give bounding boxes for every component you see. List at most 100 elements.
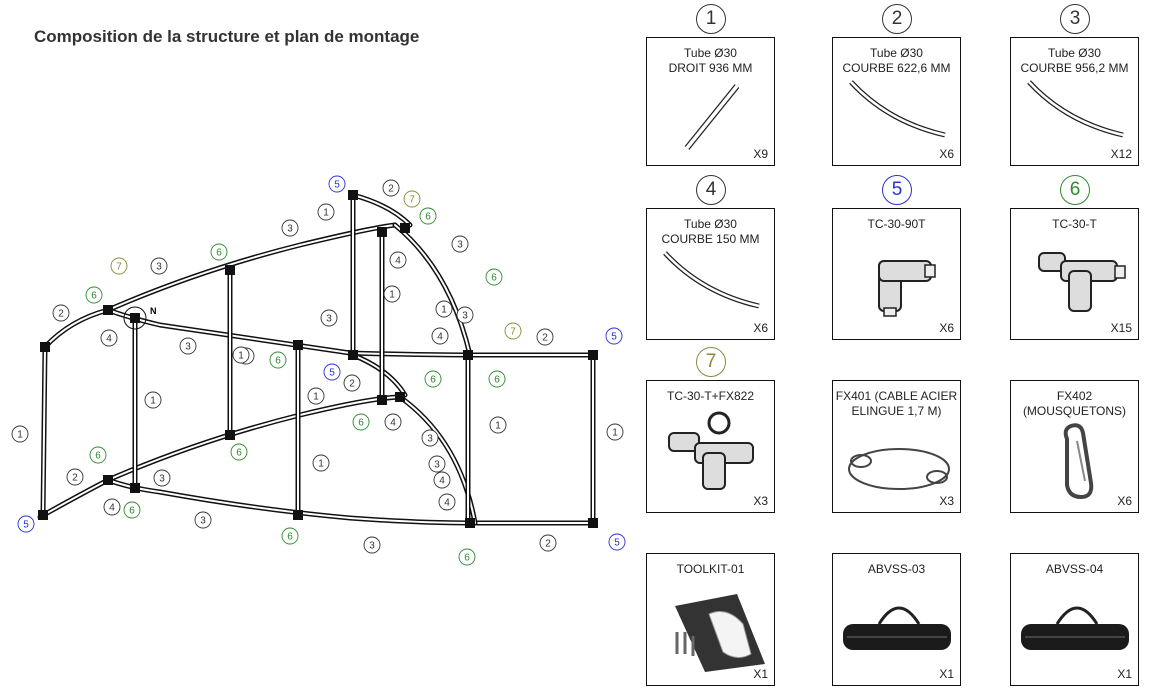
svg-text:3: 3 [434,460,440,471]
part-card: TOOLKIT-01 X1 [646,553,775,686]
connector-joint [38,510,48,520]
svg-text:5: 5 [23,520,29,531]
callout-bubble: 3 [153,469,171,487]
part-quantity: X15 [1110,321,1132,335]
svg-text:3: 3 [156,262,162,273]
part-number-badge: 2 [882,4,912,34]
callout-bubble: 2 [536,328,554,346]
svg-text:6: 6 [358,418,364,429]
part-card: FX401 (CABLE ACIER ELINGUE 1,7 M) X3 [832,380,961,513]
svg-text:6: 6 [216,248,222,259]
svg-text:6: 6 [491,273,497,284]
svg-text:4: 4 [106,334,112,345]
svg-text:1: 1 [495,421,501,432]
callout-bubble: 4 [389,251,407,269]
svg-text:4: 4 [437,332,443,343]
svg-text:3: 3 [200,516,206,527]
callout-bubble: 5 [608,533,626,551]
callout-bubble: 3 [179,337,197,355]
svg-text:3: 3 [462,311,468,322]
svg-text:6: 6 [129,506,135,517]
part-label: Tube Ø30 COURBE 622,6 MM [842,46,951,75]
callout-bubble: 4 [433,471,451,489]
connector-joint [293,340,303,350]
connector-joint [395,392,405,402]
svg-text:7: 7 [409,195,415,206]
callout-bubble: 3 [320,309,338,327]
svg-text:6: 6 [430,375,436,386]
callout-bubble: 4 [438,493,456,511]
callout-bubble: 3 [451,235,469,253]
svg-text:1: 1 [612,428,618,439]
connector-joint [588,350,598,360]
callout-bubble: 1 [383,285,401,303]
svg-text:2: 2 [388,184,394,195]
callout-bubble: 3 [363,536,381,554]
callout-bubble: 6 [281,527,299,545]
callout-bubble: 7 [504,322,522,340]
callout-bubble: 2 [539,534,557,552]
connector-joint [225,265,235,275]
svg-text:5: 5 [334,180,340,191]
connector-joint [130,313,140,323]
callout-bubble: 4 [384,413,402,431]
part-card: TC-30-T+FX822 X3 [646,380,775,513]
svg-text:1: 1 [17,430,23,441]
svg-text:7: 7 [116,262,122,273]
part-card: Tube Ø30 COURBE 956,2 MM X12 [1010,37,1139,166]
callout-bubble: 6 [85,286,103,304]
north-marker: N [123,306,157,330]
svg-text:3: 3 [369,541,375,552]
part-label: TC-30-T+FX822 [666,389,755,403]
connector-joint [130,483,140,493]
connector-joint [463,350,473,360]
north-label: N [150,306,157,316]
callout-bubble: 6 [458,548,476,566]
connector-joint [377,395,387,405]
part-quantity: X6 [939,147,954,161]
svg-text:1: 1 [238,351,244,362]
callout-bubble: 3 [428,455,446,473]
part-card: Tube Ø30 COURBE 150 MM X6 [646,208,775,340]
svg-text:6: 6 [95,451,101,462]
part-card: Tube Ø30 COURBE 622,6 MM X6 [832,37,961,166]
callout-bubble: 1 [144,391,162,409]
callout-bubble: 6 [89,446,107,464]
callout-bubble: 3 [194,511,212,529]
part-quantity: X1 [1117,667,1132,681]
svg-text:6: 6 [287,532,293,543]
part-card: ABVSS-03 X1 [832,553,961,686]
callout-bubble: 1 [317,203,335,221]
part-quantity: X3 [753,494,768,508]
part-number-badge: 7 [696,347,726,377]
callout-bubble: 5 [605,327,623,345]
svg-text:1: 1 [150,396,156,407]
svg-text:6: 6 [425,212,431,223]
callout-bubble: 2 [66,468,84,486]
callout-bubble: 1 [307,387,325,405]
part-number-badge: 5 [882,175,912,205]
svg-text:1: 1 [441,305,447,316]
part-label: FX402 (MOUSQUETONS) [1022,389,1127,418]
connector-joint [103,475,113,485]
svg-text:2: 2 [545,539,551,550]
svg-text:6: 6 [236,448,242,459]
callout-bubble: 6 [123,501,141,519]
callout-bubble: 2 [382,179,400,197]
callout-bubble: 7 [110,257,128,275]
part-label: TC-30-90T [867,217,926,231]
callout-bubble: 1 [11,425,29,443]
callout-bubble: 3 [150,257,168,275]
part-quantity: X6 [753,321,768,335]
part-number-badge: 6 [1060,175,1090,205]
callout-bubble: 5 [17,515,35,533]
svg-text:6: 6 [464,553,470,564]
callout-bubble: 1 [489,416,507,434]
svg-text:3: 3 [326,314,332,325]
svg-text:6: 6 [494,375,500,386]
part-label: FX401 (CABLE ACIER ELINGUE 1,7 M) [835,389,958,418]
svg-text:3: 3 [185,342,191,353]
svg-text:2: 2 [542,333,548,344]
connector-joint [465,518,475,528]
callout-bubble: 4 [100,329,118,347]
